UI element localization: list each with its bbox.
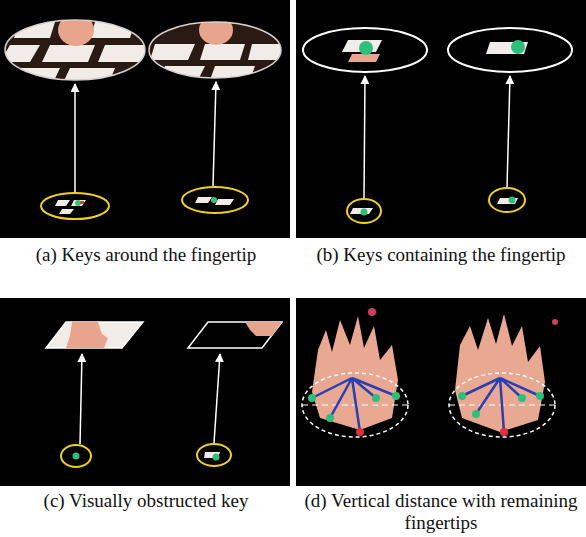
figure-caption: (a) Keys around the fingertip — [2, 244, 290, 266]
figure-caption: (c) Visually obstructed key — [2, 490, 290, 512]
panel-c — [0, 298, 290, 486]
panel-d — [296, 298, 586, 486]
panel-a — [0, 0, 290, 238]
figure-caption: (d) Vertical distance with remaining fin… — [297, 490, 585, 534]
panel-b — [296, 0, 586, 238]
figure-caption: (b) Keys containing the fingertip — [297, 244, 585, 266]
